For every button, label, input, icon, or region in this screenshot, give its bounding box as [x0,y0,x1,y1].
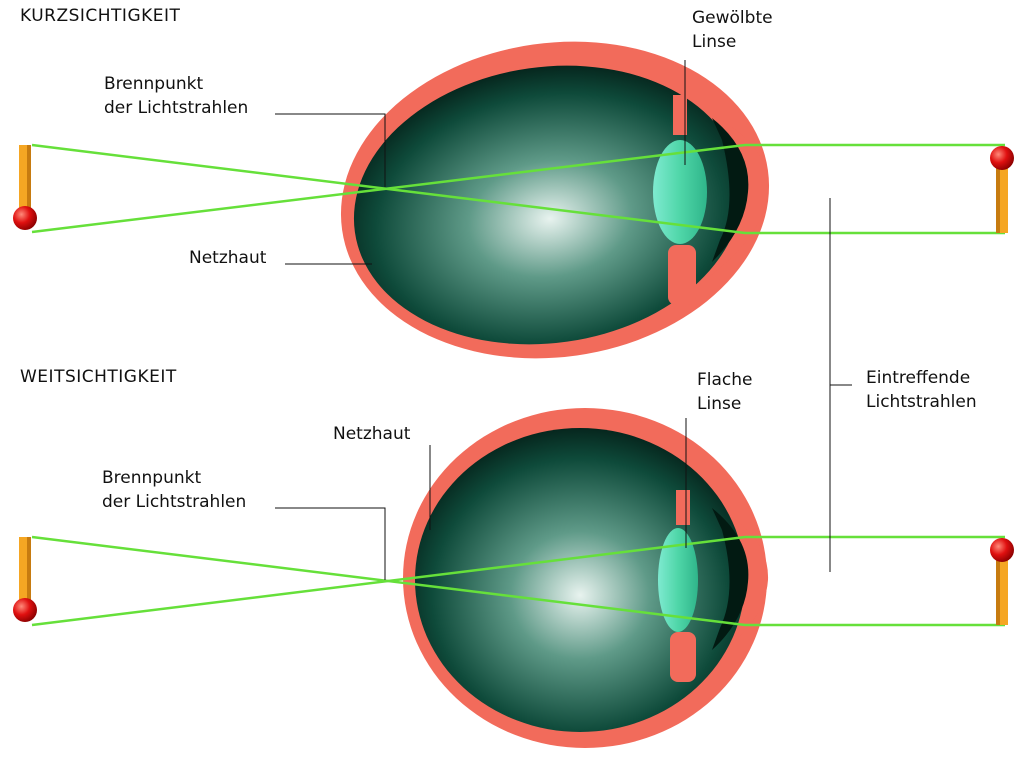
leader-lines [275,60,852,580]
label-line: Linse [692,32,737,52]
hyperopia-title: WEITSICHTIGKEIT [20,367,177,387]
hyperopic-eye [403,408,769,748]
myopia-title: KURZSICHTIGKEIT [20,6,181,26]
bottom-focus-label: Brennpunkt der Lichtstrahlen [102,466,246,514]
curved-lens [653,140,707,244]
top-retina-label: Netzhaut [189,248,267,268]
object-sticks [13,145,1014,625]
label-line: Eintreffende [866,368,971,388]
light-rays [31,143,1005,627]
label-line: Brennpunkt [102,468,202,488]
label-line: der Lichtstrahlen [104,98,249,118]
bottom-retina-label: Netzhaut [333,424,411,444]
label-line: Linse [697,394,742,414]
label-line: Lichtstrahlen [866,392,977,412]
label-line: Flache [697,370,753,390]
label-line: Brennpunkt [104,74,204,94]
label-line: Gewölbte [692,8,773,28]
label-line: der Lichtstrahlen [102,492,247,512]
top-focus-label: Brennpunkt der Lichtstrahlen [104,72,248,120]
flat-lens [658,528,698,632]
myopic-eye [340,41,770,359]
